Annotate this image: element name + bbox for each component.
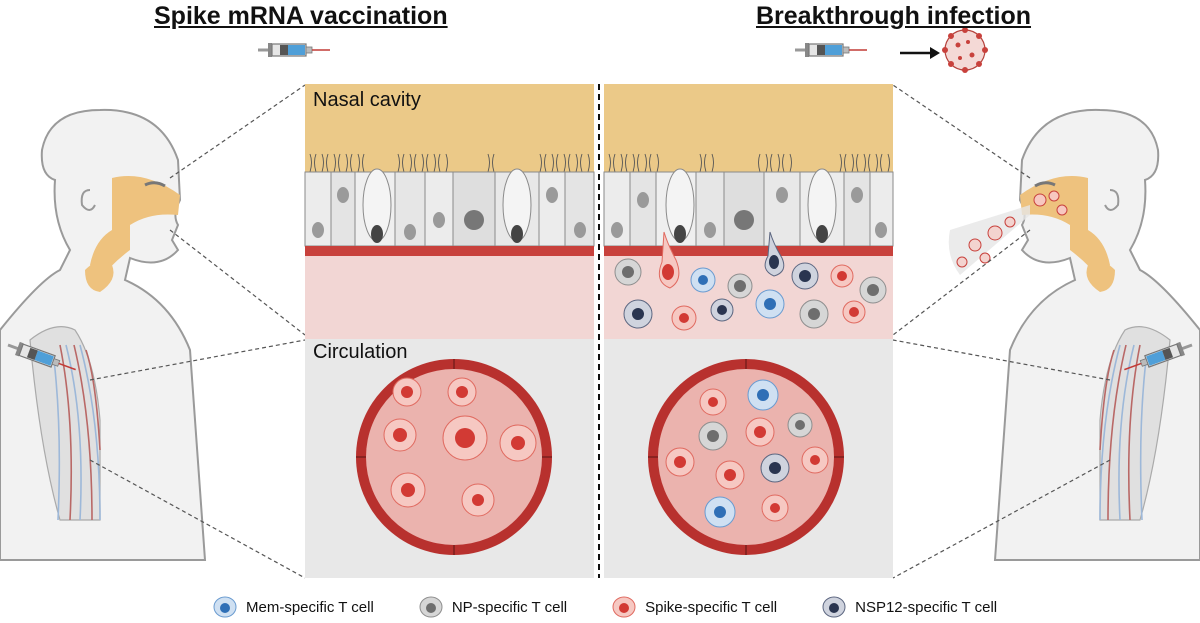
legend-item-mem: Mem-specific T cell	[212, 596, 374, 618]
blood-vessel-left	[356, 359, 552, 555]
legend-label: Spike-specific T cell	[645, 598, 778, 616]
arrow-right-icon	[900, 47, 940, 59]
legend-item-nsp12: NSP12-specific T cell	[821, 596, 997, 618]
virus-icon	[942, 27, 988, 73]
epithelium-right	[603, 168, 894, 247]
nasal-anatomy-left	[90, 176, 180, 280]
epithelium-left	[304, 168, 595, 247]
cilia	[309, 153, 890, 173]
tissue-t-cells	[614, 258, 887, 331]
zoom-lines	[89, 84, 1111, 579]
migrating-t-cells	[658, 231, 785, 289]
right-person-illustration	[993, 108, 1200, 561]
virus-aerosol	[948, 205, 1030, 275]
t-cell-icon	[213, 596, 237, 618]
t-cell-icon	[822, 596, 846, 618]
legend-label: NP-specific T cell	[451, 598, 568, 616]
title-right: Breakthrough infection	[756, 2, 1032, 30]
circulation-label: Circulation	[313, 341, 408, 363]
t-cell-icon	[612, 596, 636, 618]
basement-membrane-left	[305, 246, 594, 256]
basement-membrane-right	[604, 246, 893, 256]
legend-item-np: NP-specific T cell	[418, 596, 567, 618]
blood-vessel-right	[648, 359, 844, 555]
left-person-illustration	[0, 108, 207, 561]
nasal-cavity-label: Nasal cavity	[313, 89, 421, 111]
syringe-icon	[257, 42, 331, 58]
legend-item-spike: Spike-specific T cell	[611, 596, 777, 618]
syringe-icon-right	[794, 42, 868, 58]
epithelium-nuclei-right	[611, 187, 887, 243]
legend: Mem-specific T cell NP-specific T cell S…	[212, 594, 1012, 620]
legend-label: NSP12-specific T cell	[855, 598, 998, 616]
t-cell-icon	[419, 596, 443, 618]
legend-label: Mem-specific T cell	[246, 598, 374, 616]
epithelium-nuclei-left	[312, 187, 586, 243]
title-left: Spike mRNA vaccination	[154, 2, 448, 30]
